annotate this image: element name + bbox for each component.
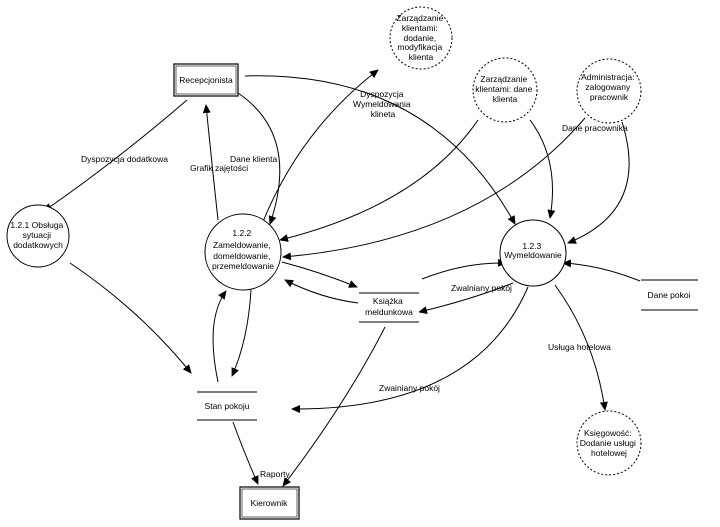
flow-recepcjonista-to-p121 [43,99,188,212]
svg-text:Zarządzanie klientami:: Zarządzanie klientami: dodanie, modyfika… [396,13,445,62]
svg-text:Księgowość: Dodanie usłu: Księgowość: Dodanie usługi hotelowej [580,428,639,458]
flow-stan-pokoju-to-p122 [212,290,227,383]
flow-recepcjonista-to-p122 [237,92,281,225]
process-ksiegowosc[interactable]: Księgowość: Dodanie usługi hotelowej [576,410,642,476]
entity-recepcjonista[interactable]: Recepcjonista [173,63,239,97]
administracja-line-3: pracownik [590,92,629,102]
zarzadzanie-dodanie-line-3: dodanie, [404,33,437,43]
zarzadzanie-dodanie-line-4: modyfikacja [397,42,442,52]
process-zarzadzanie-dodanie[interactable]: Zarządzanie klientami: dodanie, modyfika… [389,6,453,70]
label-dyspozycja-wym-line-3: klineta [371,109,396,119]
process-1-2-3[interactable]: 1.2.3 Wymeldowanie [499,219,567,287]
flow-recepcjonista-to-p123 [244,75,516,225]
label-dyspozycja-dodatkowa: Dyspozycja dodatkowa [81,154,168,164]
svg-text:Dyspozycja Wymeldowania: Dyspozycja Wymeldowania klineta [353,89,413,119]
label-usluga-hotelowa: Usługa hotelowa [548,342,611,352]
label-dane-klienta: Dane klienta [230,154,278,164]
process-1-2-1-line-3: dodatkowych [13,240,63,250]
flow-p122-to-recepcjonista [202,104,219,221]
label-raporty: Raporty [260,469,291,479]
flow-p122-to-zarzadzanie-dodanie [261,69,379,225]
flow-p123-to-stan-pokoju [291,286,529,414]
administracja-line-2: zalogowany [585,82,631,92]
store-stan-pokoju[interactable]: Stan pokoju [197,391,257,421]
flow-administracja-to-p122 [282,117,586,261]
process-1-2-1[interactable]: 1.2.1 Obsługa sytuacji dodatkowych [6,204,70,268]
svg-text:1.2.2 Zameldowanie,: 1.2.2 Zameldowanie, domeldowanie, przeme… [212,228,274,271]
flow-p123-to-ksiegowosc [554,284,608,411]
zarzadzanie-dane-line-3: klienta [493,94,518,104]
flow-p123-to-ksiazka [418,282,514,315]
process-1-2-2[interactable]: 1.2.2 Zameldowanie, domeldowanie, przeme… [204,213,282,291]
flow-p122-to-stan-pokoju [231,289,252,377]
flow-zarzadzanie-dane-to-p122 [279,119,479,242]
zarzadzanie-dodanie-line-5: klienta [409,52,434,62]
flow-labels: Dyspozycja dodatkowa Grafik zajętości Da… [81,89,628,479]
process-1-2-1-line-2: sytuacji [23,230,51,240]
process-1-2-2-line-3: domeldowanie, [213,251,270,261]
label-grafik-zajetosci: Grafik zajętości [190,163,248,173]
label-dane-pracownika: Dane pracownika [562,123,628,133]
zarzadzanie-dodanie-line-2: klientami: [402,23,438,33]
store-ksiazka-meldunkowa[interactable]: Książka meldunkowa [359,292,419,323]
ksiegowosc-line-1: Księgowość: [584,428,632,438]
flow-p121-to-stan-pokoju [69,262,192,374]
flow-zarzadzanie-dane-to-p123 [529,119,556,219]
process-administracja[interactable]: Administracja: zalogowany pracownik [576,58,642,124]
flow-ksiazka-to-kierownik [282,326,386,487]
store-dane-pokoi-label: Dane pokoi [647,290,690,300]
entity-kierownik[interactable]: Kierownik [239,486,300,520]
label-zwalniany-pokoj-1: Zwalniany pokój [451,283,512,293]
flow-administracja-to-p123 [567,121,630,244]
flow-stan-pokoju-to-kierownik [232,421,259,485]
process-1-2-2-line-4: przemeldowanie [212,261,274,271]
zarzadzanie-dane-line-1: Zarządzanie [480,74,527,84]
store-ksiazka-line-1: Książka [373,296,403,306]
process-1-2-2-line-2: Zameldowanie, [213,240,271,250]
process-1-2-3-line-1: 1.2.3 [522,241,541,251]
label-zwalniany-pokoj-2: Zwainiany pokój [379,383,440,393]
store-dane-pokoi[interactable]: Dane pokoi [641,279,698,311]
zarzadzanie-dodanie-line-1: Zarządzanie [396,13,443,23]
svg-text:Zarządzanie klientami: d: Zarządzanie klientami: dane klienta [475,74,535,104]
ksiegowosc-line-2: Dodanie usługi [580,438,636,448]
flow-dane-pokoi-to-p123 [562,259,641,282]
flow-ksiazka-to-p122 [284,279,359,304]
svg-text:Administracja: zalogowan: Administracja: zalogowany pracownik [581,72,637,102]
svg-text:1.2.3 Wymeldowanie: 1.2.3 Wymeldowanie [504,241,562,260]
store-ksiazka-line-2: meldunkowa [365,307,413,317]
zarzadzanie-dane-line-2: klientami: dane [475,84,532,94]
entity-kierownik-label: Kierownik [251,498,289,508]
flows [43,69,641,487]
label-dyspozycja-wym-line-1: Dyspozycja [360,89,404,99]
flow-ksiazka-to-p123 [421,258,507,280]
process-1-2-1-line-1: 1.2.1 Obsługa [10,220,63,230]
label-dyspozycja-wym-line-2: Wymeldowania [353,99,411,109]
svg-text:Książka meldunkowa: Książka meldunkowa [365,296,413,317]
process-zarzadzanie-dane[interactable]: Zarządzanie klientami: dane klienta [472,57,538,123]
process-1-2-3-line-2: Wymeldowanie [504,250,562,260]
store-stan-pokoju-label: Stan pokoju [205,401,250,411]
administracja-line-1: Administracja: [581,72,634,82]
entity-recepcjonista-label: Recepcjonista [179,75,233,85]
process-1-2-2-line-1: 1.2.2 [232,228,251,238]
ksiegowosc-line-3: hotelowej [591,448,627,458]
flow-p122-to-ksiazka [281,261,358,288]
svg-text:1.2.1 Obsługa sytuacji: 1.2.1 Obsługa sytuacji dodatkowych [10,220,65,250]
